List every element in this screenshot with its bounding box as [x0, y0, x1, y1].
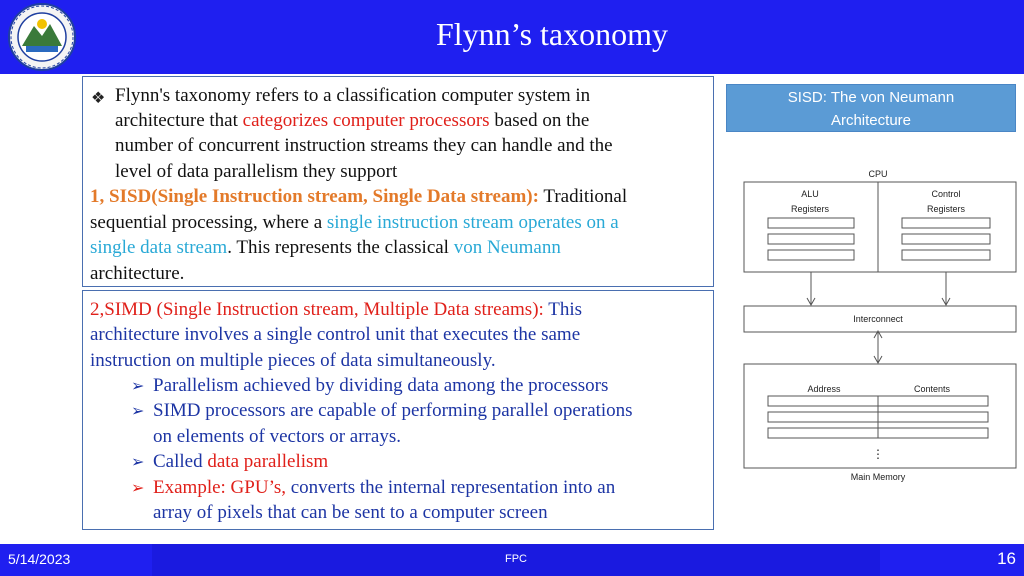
- arrow-bullet-icon: ➢: [131, 403, 145, 420]
- alu-registers-label: Registers: [791, 204, 830, 214]
- main-memory-label: Main Memory: [851, 472, 906, 482]
- sisd-badge-line-1: SISD: The von Neumann: [787, 89, 955, 106]
- sisd-badge: SISD: The von Neumann Architecture: [726, 84, 1016, 132]
- sisd-line-1: 1, SISD(Single Instruction stream, Singl…: [90, 186, 628, 207]
- sisd-badge-line-2: Architecture: [830, 112, 912, 129]
- sisd-heading: 1, SISD(Single Instruction stream, Singl…: [90, 186, 539, 207]
- sisd-line-4: architecture.: [90, 263, 185, 284]
- sisd-line-3: single data stream. This represents the …: [90, 237, 561, 258]
- interconnect-box: [743, 305, 1017, 333]
- arrow-bullet-icon: ➢: [131, 454, 145, 471]
- slide-title: Flynn’s taxonomy: [435, 16, 668, 52]
- intro-line-3: number of concurrent instruction streams…: [115, 135, 613, 156]
- simd-line-2: architecture involves a single control u…: [90, 324, 581, 345]
- cpu-label: CPU: [868, 169, 887, 179]
- address-label: Address: [807, 384, 841, 394]
- simd-bullet-4-line-2: array of pixels that can be sent to a co…: [153, 502, 548, 523]
- simd-text-box: 2,SIMD (Single Instruction stream, Multi…: [82, 290, 714, 530]
- categorizes-highlight: categorizes computer processors: [242, 110, 490, 131]
- intro-text-box: ❖ Flynn's taxonomy refers to a classific…: [82, 76, 714, 287]
- contents-label: Contents: [914, 384, 951, 394]
- footer-center-panel: FPC: [152, 544, 880, 576]
- arrow-bullet-icon: ➢: [131, 378, 145, 395]
- control-registers-label: Registers: [927, 204, 966, 214]
- simd-bullet-2-line-2: on elements of vectors or arrays.: [153, 426, 401, 447]
- arrow-icon: [941, 297, 951, 307]
- control-label: Control: [931, 189, 960, 199]
- sisd-line-2: sequential processing, where a single in…: [90, 212, 619, 233]
- data-parallelism-highlight: data parallelism: [207, 451, 329, 472]
- ellipsis-icon: ⋮: [872, 447, 884, 461]
- control-register-slots: [901, 217, 991, 261]
- simd-line-3: instruction on multiple pieces of data s…: [90, 350, 496, 371]
- footer-bar: 5/14/2023 FPC 16: [0, 544, 1024, 576]
- intro-line-4: level of data parallelism they support: [115, 161, 398, 182]
- arrow-bullet-icon: ➢: [131, 480, 145, 497]
- header-bar: Flynn’s taxonomy: [0, 0, 1024, 74]
- footer-center-text: FPC: [505, 553, 527, 565]
- simd-bullet-2-line-1: SIMD processors are capable of performin…: [153, 400, 633, 421]
- simd-bullet-3: Called data parallelism: [153, 451, 329, 472]
- von-neumann-diagram: CPU ALU Registers Control Registers Inte…: [743, 169, 1017, 482]
- alu-label: ALU: [801, 189, 819, 199]
- intro-line-2: architecture that categorizes computer p…: [115, 110, 590, 131]
- footer-date: 5/14/2023: [8, 551, 71, 567]
- alu-register-slots: [767, 217, 855, 261]
- simd-heading: 2,SIMD (Single Instruction stream, Multi…: [90, 299, 544, 320]
- university-seal-logo: [8, 3, 76, 71]
- simd-bullet-1: Parallelism achieved by dividing data am…: [153, 375, 609, 396]
- arrow-icon: [873, 329, 883, 339]
- interconnect-label: Interconnect: [853, 314, 903, 324]
- intro-line-1: Flynn's taxonomy refers to a classificat…: [115, 85, 591, 106]
- arrow-icon: [806, 297, 816, 307]
- simd-bullet-4-line-1: Example: GPU’s, converts the internal re…: [153, 477, 616, 498]
- page-number: 16: [997, 549, 1016, 568]
- simd-line-1: 2,SIMD (Single Instruction stream, Multi…: [90, 299, 582, 320]
- arrow-icon: [873, 355, 883, 365]
- diamond-bullet-icon: ❖: [91, 90, 106, 107]
